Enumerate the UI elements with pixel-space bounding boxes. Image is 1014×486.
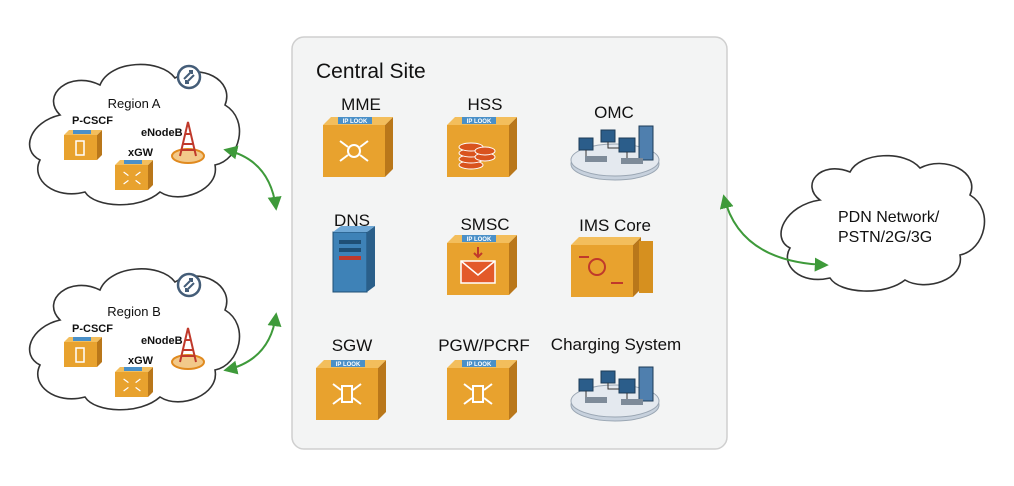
- region-a-xgw-label: xGW: [128, 147, 154, 159]
- charging-system-label: Charging System: [550, 335, 682, 354]
- sync-icon: [176, 64, 202, 90]
- region-a-cloud: [28, 63, 241, 206]
- smsc-label: SMSC: [460, 215, 510, 234]
- pdn-line-2: PSTN/2G/3G: [838, 229, 933, 246]
- omc-label: OMC: [594, 103, 634, 122]
- mme-label: MME: [341, 95, 381, 114]
- pdn-network-label: PDN Network/ PSTN/2G/3G: [838, 208, 939, 248]
- central-site-title: Central Site: [316, 60, 426, 83]
- dns-label: DNS: [334, 211, 370, 230]
- region-b-cloud: [28, 268, 241, 411]
- link-region-b: [223, 312, 282, 375]
- sgw-label: SGW: [331, 336, 373, 355]
- mme-device-icon: [323, 117, 393, 177]
- xgw-device-icon: [115, 160, 153, 190]
- pgw-pcrf-label: PGW/PCRF: [438, 336, 530, 355]
- link-pdn: [719, 194, 829, 272]
- xgw-device-icon: [115, 367, 153, 397]
- region-b-enodeb-label: eNodeB: [141, 335, 183, 347]
- region-a-enodeb-label: eNodeB: [141, 127, 183, 139]
- region-b-pcscf-label: P-CSCF: [72, 323, 113, 335]
- pcscf-device-icon: [64, 337, 102, 367]
- sgw-device-icon: [316, 360, 386, 420]
- region-a-title: Region A: [107, 96, 161, 111]
- pcscf-device-icon: [64, 130, 102, 160]
- dns-server-icon: [332, 226, 375, 293]
- region-b-title: Region B: [107, 304, 161, 319]
- enodeb-tower-icon: [171, 121, 205, 164]
- hss-label: HSS: [467, 95, 503, 114]
- pdn-line-1: PDN Network/: [838, 209, 940, 226]
- region-a-pcscf-label: P-CSCF: [72, 115, 113, 127]
- sync-icon: [176, 272, 202, 298]
- enodeb-tower-icon: [171, 327, 205, 370]
- pgw-pcrf-device-icon: [447, 360, 517, 420]
- hss-database-icon: [447, 117, 517, 177]
- link-region-a: [223, 145, 282, 211]
- ims-core-label: IMS Core: [579, 216, 651, 235]
- ims-core-icon: [571, 237, 653, 297]
- smsc-message-icon: [447, 235, 517, 295]
- region-b-xgw-label: xGW: [128, 355, 154, 367]
